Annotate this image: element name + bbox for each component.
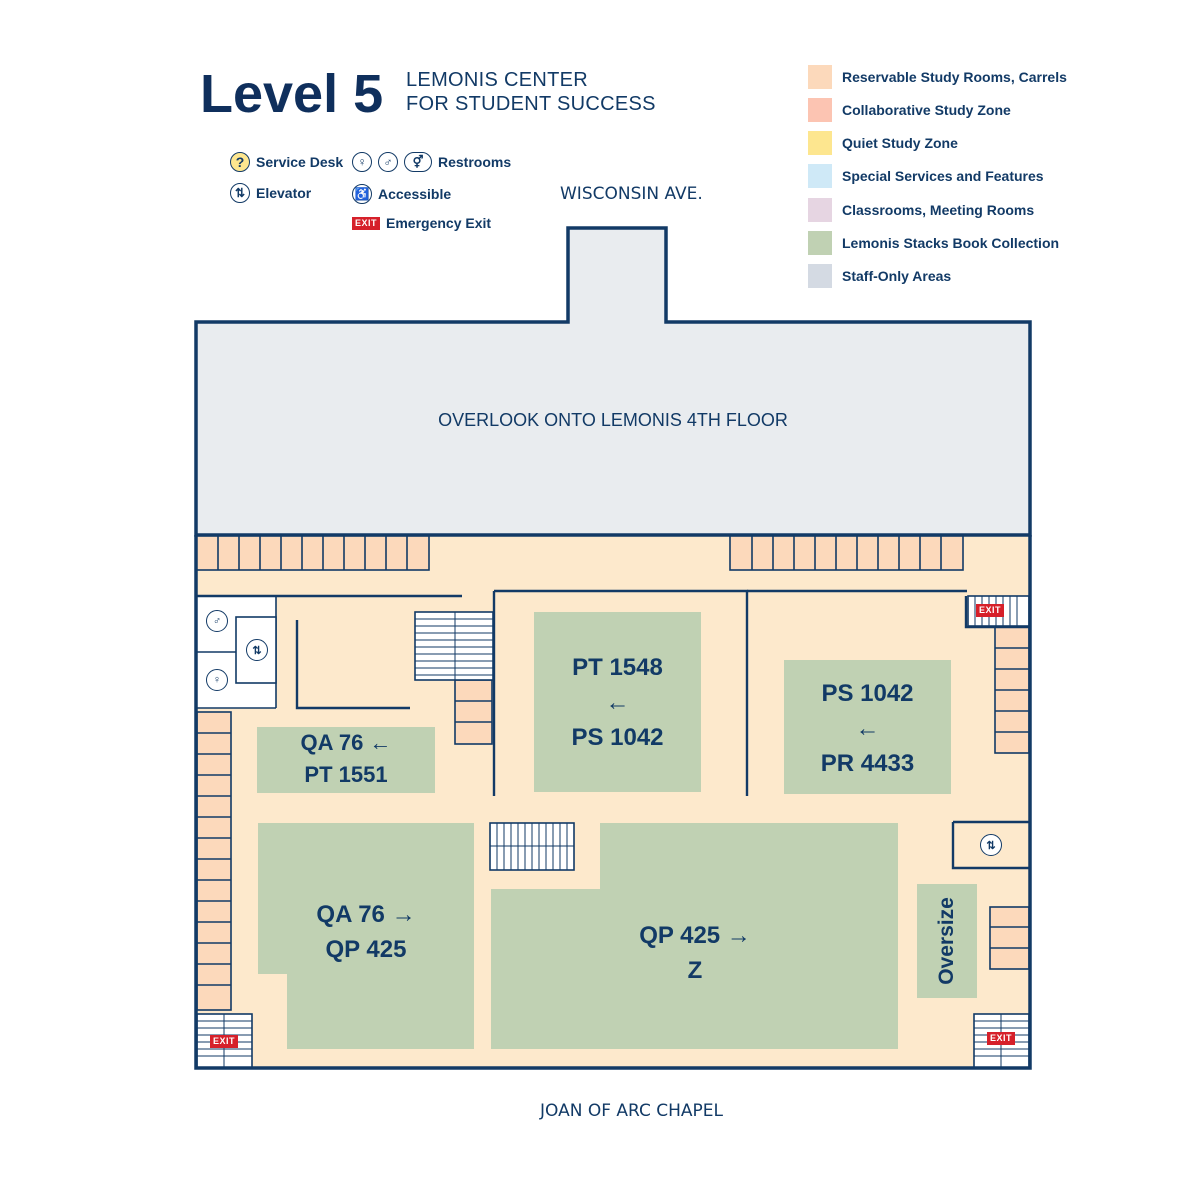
legend-swatch [808,98,832,122]
legend-label: Classrooms, Meeting Rooms [842,202,1035,218]
level-title: Level 5 [200,64,384,124]
stacks-range-start: QA 76 ← [300,730,392,755]
west-core [196,595,277,709]
legend-label: Lemonis Stacks Book Collection [842,235,1060,251]
all-gender-restroom-icon: ⚥ [404,152,432,172]
stacks-range-end: Z [687,957,703,984]
legend-label: Staff-Only Areas [842,268,952,284]
legend-swatch [808,198,832,222]
stacks-arrow: ← [605,689,630,716]
west-carrels [196,711,232,1011]
street-south: JOAN OF ARC CHAPEL [540,1101,724,1121]
stacks-label-pt1548: PT 1548 ← PS 1042 [534,650,701,755]
stacks-range-end: QP 425 [325,936,407,963]
key-elevator-label: Elevator [256,185,312,201]
womens-restroom-icon: ♀ [352,152,372,172]
legend-item-staff: Staff-Only Areas [808,263,951,289]
legend-label: Special Services and Features [842,168,1044,184]
key-emergency-exit-label: Emergency Exit [386,215,492,231]
legend-label: Reservable Study Rooms, Carrels [842,69,1067,85]
elevator-map-icon-east: ⇅ [980,834,1002,856]
elevator-map-icon-west: ⇅ [246,639,268,661]
legend-item-collaborative: Collaborative Study Zone [808,97,1011,123]
stair-center [489,822,575,871]
mens-restroom-icon: ♂ [378,152,398,172]
key-restrooms-label: Restrooms [438,154,512,170]
exit-sign-northeast: EXIT [976,604,1005,617]
overlook-label: OVERLOOK ONTO LEMONIS 4TH FLOOR [438,410,788,430]
service-desk-icon: ? [230,152,250,172]
stacks-qp425-z [491,823,898,1049]
key-accessible-label: Accessible [378,186,452,202]
legend-item-stacks: Lemonis Stacks Book Collection [808,230,1059,256]
stacks-ps1042 [784,660,951,794]
womens-restroom-map-icon: ♀ [206,669,228,691]
key-service-desk: ? Service Desk [230,150,343,174]
legend-item-quiet: Quiet Study Zone [808,130,958,156]
stacks-range-start: QA 76 → [316,901,416,928]
stacks-arrow: ← [855,715,880,742]
interior-walls [196,589,1029,870]
stacks-label-oversize: Oversize [917,884,977,998]
elevator-icon: ⇅ [230,183,250,203]
stacks-qa76-qp425 [258,823,474,1049]
stacks-pt1548 [534,612,701,792]
north-carrels-left [195,535,430,571]
stacks-oversize [917,884,977,998]
key-service-desk-label: Service Desk [256,154,344,170]
legend-label: Collaborative Study Zone [842,102,1011,118]
stacks-qa76-pt1551 [257,727,435,793]
stacks-range-start: PT 1548 [572,654,663,681]
legend-label: Quiet Study Zone [842,135,958,151]
exit-sign-southwest: EXIT [210,1035,239,1048]
stacks-label-qp425-z: QP 425 → Z [590,918,800,988]
legend-swatch [808,231,832,255]
legend-swatch [808,264,832,288]
north-carrels-right [729,535,964,571]
legend-swatch [808,65,832,89]
street-north: WISCONSIN AVE. [560,184,703,204]
center-carrels [454,679,493,745]
stacks-range-end: PR 4433 [820,750,915,777]
legend-item-study-rooms: Reservable Study Rooms, Carrels [808,64,1067,90]
building-subtitle: LEMONIS CENTER FOR STUDENT SUCCESS [406,68,656,116]
subtitle-line-2: FOR STUDENT SUCCESS [406,93,656,115]
key-elevator: ⇅ Elevator [230,181,311,205]
legend-item-classrooms: Classrooms, Meeting Rooms [808,197,1034,223]
stair-north [414,611,494,681]
stacks-range-start: PS 1042 [821,680,914,707]
east-carrels [989,626,1030,970]
legend-item-special: Special Services and Features [808,163,1044,189]
legend-swatch [808,131,832,155]
stacks-range-end: PT 1551 [304,762,388,787]
mens-restroom-map-icon: ♂ [206,610,228,632]
outer-walls [194,535,1032,1070]
key-accessible: ♿ Accessible [352,182,451,206]
stacks-label-ps1042: PS 1042 ← PR 4433 [784,676,951,781]
oversize-label: Oversize [935,897,958,985]
stacks-label-qa76-pt1551: QA 76 ← PT 1551 [257,727,435,791]
overlook-area [194,226,1032,537]
stacks-range-end: PS 1042 [571,724,664,751]
stacks-label-qa76-qp425: QA 76 → QP 425 [258,897,474,967]
key-emergency-exit: EXIT Emergency Exit [352,211,491,235]
stacks-range-start: QP 425 → [639,922,751,949]
exit-sign-icon: EXIT [352,216,381,230]
key-restrooms: ♀ ♂ ⚥ Restrooms [352,150,511,174]
exit-sign-southeast: EXIT [987,1032,1016,1045]
legend-swatch [808,164,832,188]
subtitle-line-1: LEMONIS CENTER [406,69,589,91]
accessible-icon: ♿ [352,184,372,204]
